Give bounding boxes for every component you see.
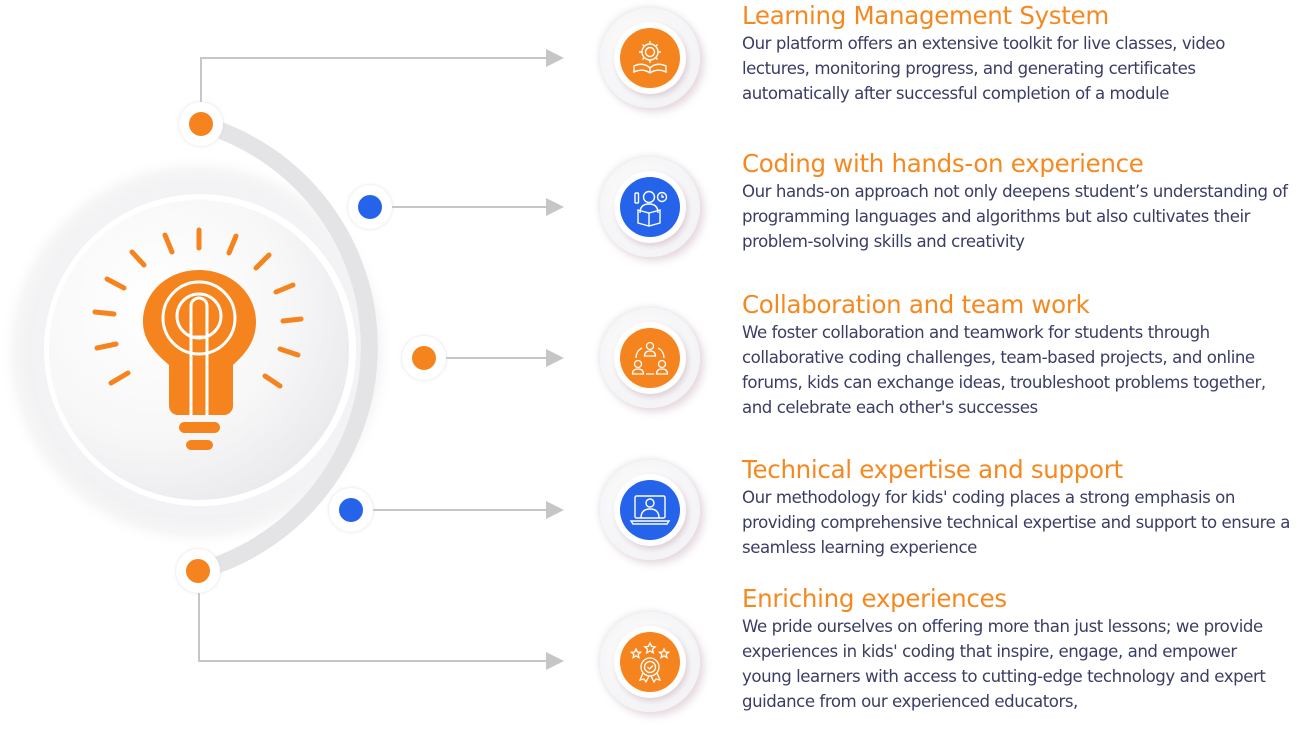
feature-badge-5[interactable] [600,612,700,712]
progress-arc [195,115,378,580]
feature-badge-2[interactable] [600,157,700,257]
connector-1 [200,57,548,104]
feature-description: We pride ourselves on offering more than… [742,617,1266,711]
connector-5 [198,592,548,662]
feature-title: Technical expertise and support [742,455,1123,484]
node-dot-1[interactable] [179,102,223,146]
feature-badge-4[interactable] [600,460,700,560]
feature-title: Learning Management System [742,1,1109,30]
feature-item: Technical expertise and support Our meth… [742,455,1302,560]
feature-item: Collaboration and team work We foster co… [742,290,1302,420]
feature-item: Learning Management System Our platform … [742,1,1302,106]
arrowhead-2 [546,198,564,216]
feature-badge-3[interactable] [600,308,700,408]
node-dot-5[interactable] [176,549,220,593]
feature-description: Our methodology for kids' coding places … [742,488,1290,557]
feature-item: Enriching experiences We pride ourselves… [742,584,1302,714]
feature-title: Collaboration and team work [742,290,1090,319]
arrowhead-4 [546,501,564,519]
feature-badge-1[interactable] [600,8,700,108]
laptop-tutor-icon [629,495,671,525]
feature-description: Our platform offers an extensive toolkit… [742,34,1225,103]
feature-description: We foster collaboration and teamwork for… [742,323,1266,417]
award-medal-icon [629,641,671,684]
feature-title: Enriching experiences [742,584,1007,613]
arrowhead-5 [546,652,564,670]
feature-item: Coding with hands-on experience Our hand… [742,149,1302,254]
student-reading-icon [634,190,668,227]
team-cycle-icon [631,341,669,375]
node-dot-2[interactable] [348,185,392,229]
node-dot-3[interactable] [402,336,446,380]
gear-book-icon [633,41,667,74]
arrowhead-1 [546,49,564,67]
feature-description: Our hands-on approach not only deepens s… [742,182,1288,251]
node-dot-4[interactable] [329,488,373,532]
arrowhead-3 [546,349,564,367]
feature-title: Coding with hands-on experience [742,149,1144,178]
connectors [198,57,548,662]
lightbulb-icon [92,227,304,450]
